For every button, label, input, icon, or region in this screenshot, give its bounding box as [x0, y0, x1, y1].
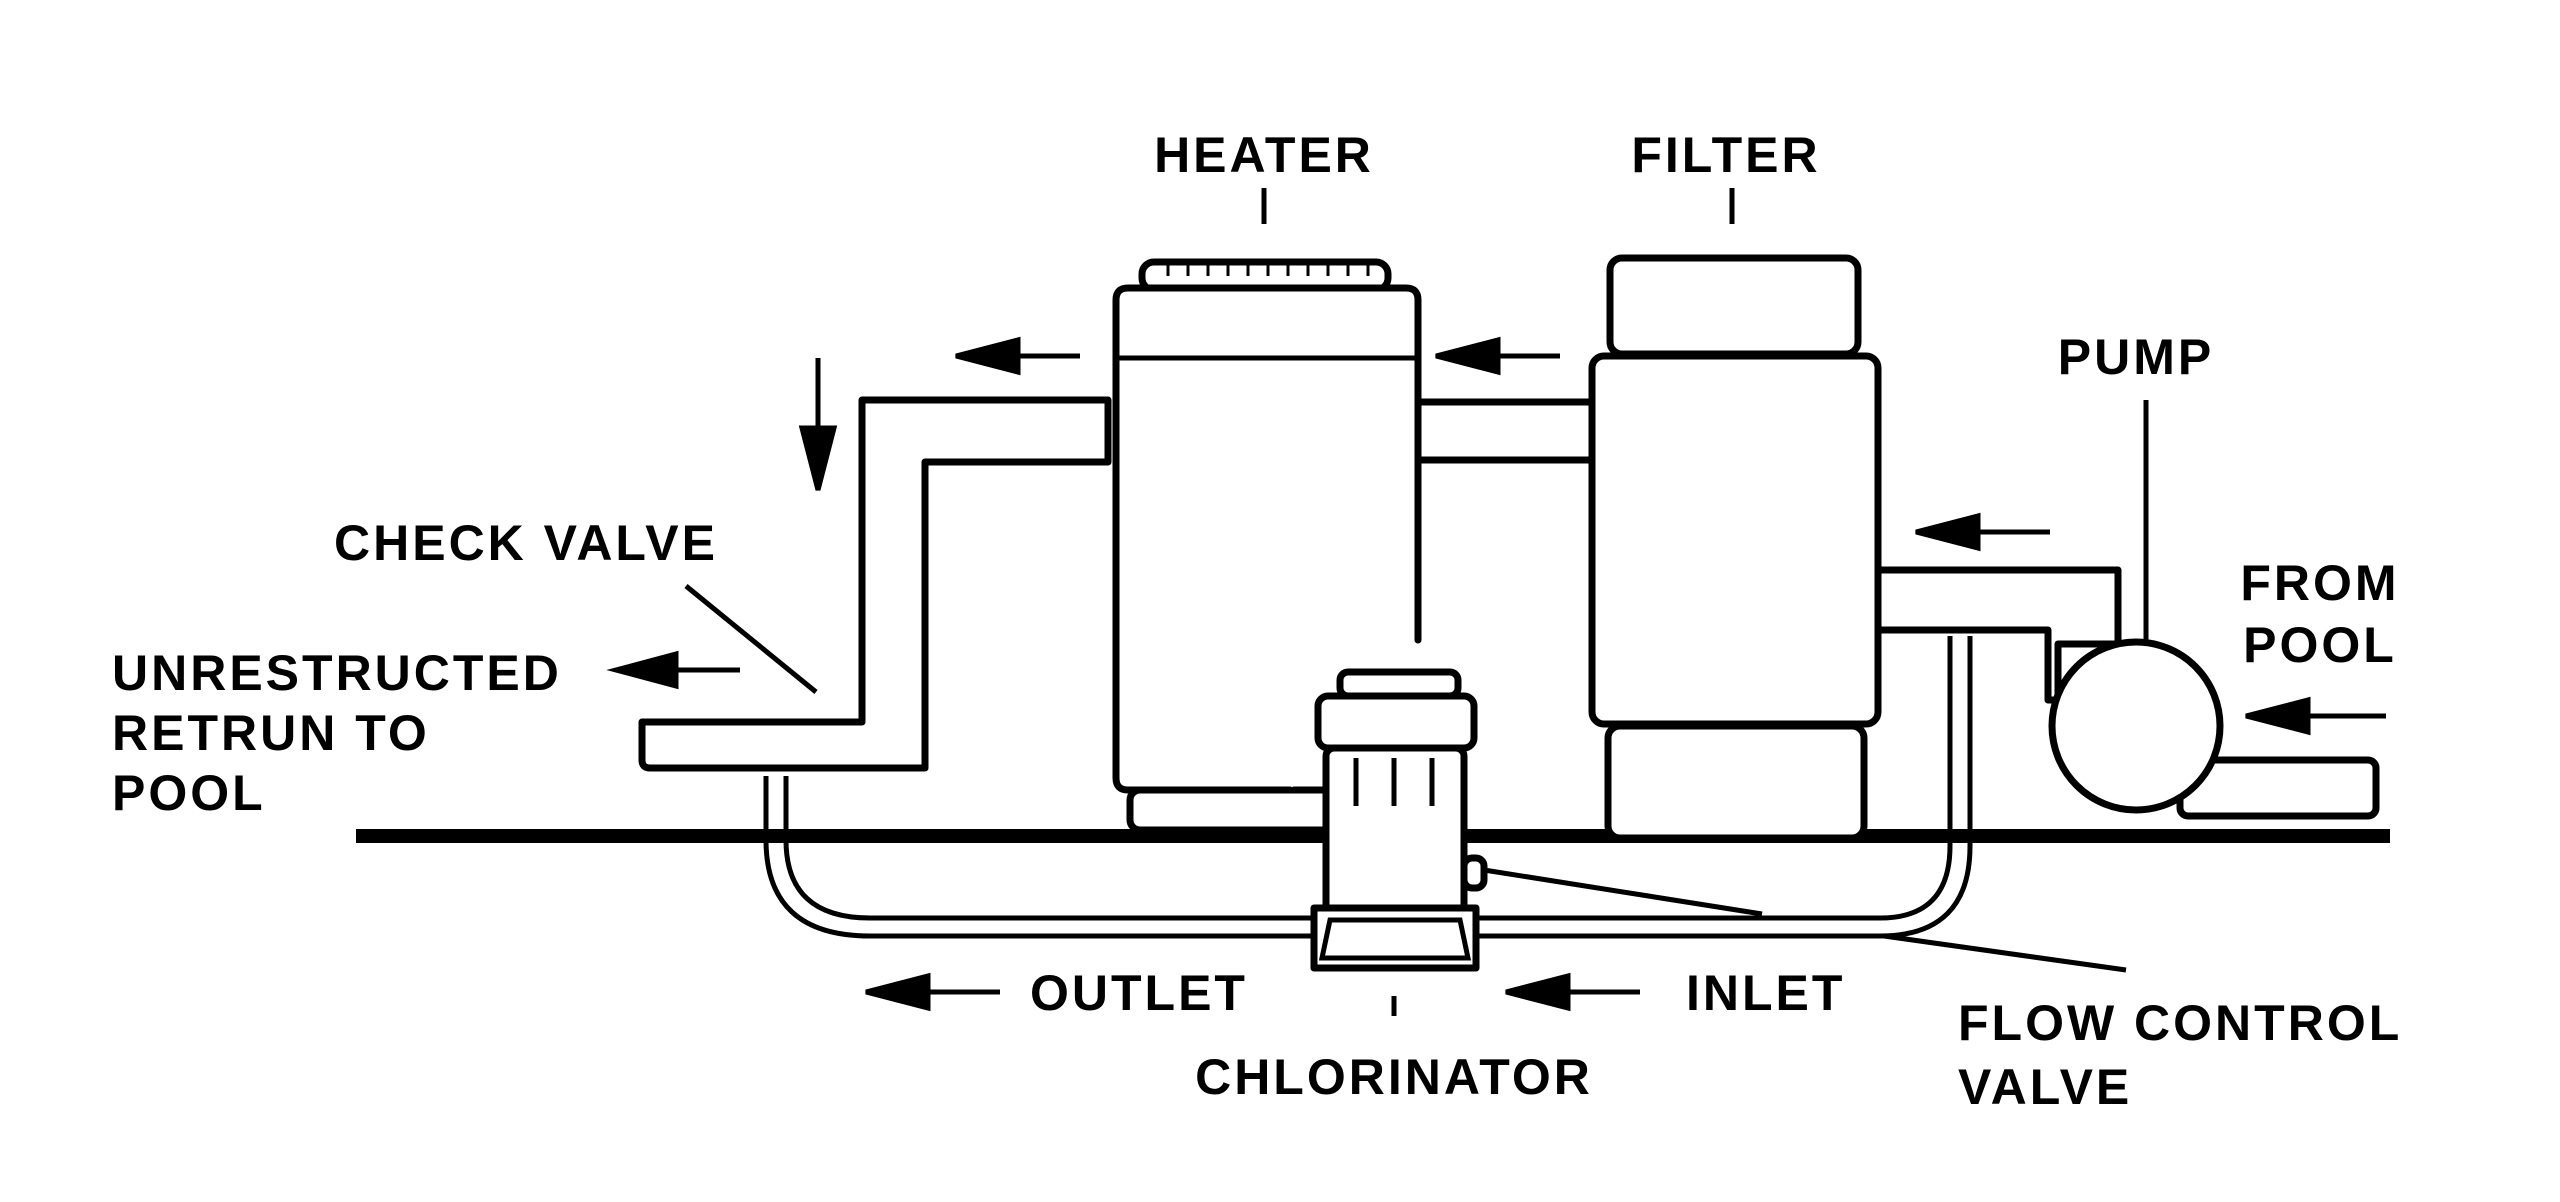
label-inlet: INLET [1686, 965, 1845, 1021]
chlorinator-base-inner [1318, 917, 1472, 961]
flow-arrow-pump-out [1915, 512, 2050, 552]
heater-base [1126, 786, 1340, 834]
label-from-pool-1: FROM [2240, 555, 2399, 611]
flow-arrow-down [798, 358, 838, 491]
flow-control-leader-2 [1883, 933, 2127, 973]
chlorinator-cap-top [1336, 668, 1462, 700]
label-check-valve: CHECK VALVE [334, 515, 718, 571]
label-outlet: OUTLET [1030, 965, 1248, 1021]
label-filter: FILTER [1631, 127, 1820, 183]
chlorinator-outlet-tube-inner [763, 776, 1320, 939]
label-return-3: POOL [112, 765, 266, 821]
chlorinator-inlet-tube [1468, 636, 1953, 921]
return-pipe [638, 396, 1112, 772]
flow-arrow-heater-out [955, 336, 1080, 376]
flow-arrow-filter-out [1435, 336, 1560, 376]
label-flow-control-2: VALVE [1958, 1059, 2132, 1115]
heater-filter-pipe [1414, 398, 1600, 464]
chlorinator-ribs [1353, 758, 1435, 806]
filter-top-cap [1606, 254, 1862, 358]
label-heater: HEATER [1154, 127, 1374, 183]
flow-arrow-return [606, 650, 740, 690]
pump-housing [2048, 638, 2224, 814]
heater-body [1112, 284, 1422, 794]
chlorinator-cap [1314, 692, 1478, 752]
label-from-pool-2: POOL [2243, 617, 2397, 673]
flow-arrow-outlet [865, 972, 1000, 1012]
check-valve-leader [684, 584, 818, 694]
label-chlorinator: CHLORINATOR [1195, 1049, 1593, 1105]
chlorinator-knob [1460, 854, 1488, 892]
filter-body [1588, 352, 1882, 728]
label-flow-control-1: FLOW CONTROL [1958, 995, 2402, 1051]
label-return-1: UNRESTRUCTED [112, 645, 562, 701]
label-pump: PUMP [2058, 329, 2214, 385]
filter-base [1604, 722, 1868, 842]
flow-arrow-inlet [1505, 972, 1640, 1012]
chlorinator-outlet-tube [783, 776, 1320, 921]
flow-control-leader-1 [1483, 867, 1763, 917]
heater-cap-ribs [1166, 264, 1370, 276]
chlorinator-base [1310, 904, 1480, 972]
label-return-2: RETRUN TO [112, 705, 430, 761]
flow-arrow-from-pool [2245, 696, 2386, 736]
